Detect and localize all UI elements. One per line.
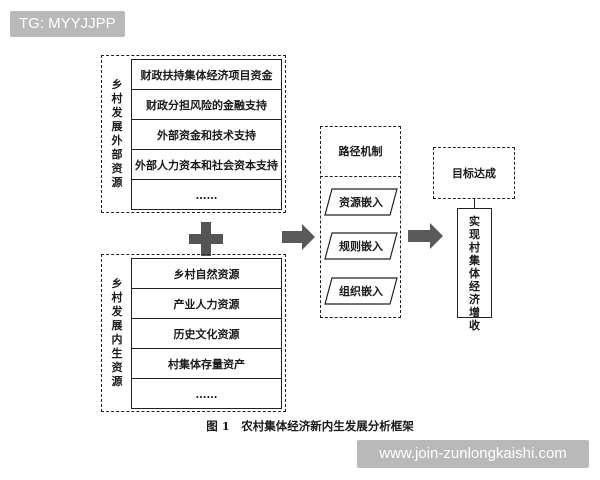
internal-label-char: 展	[111, 319, 123, 332]
external-item: 外部人力资本和社会资本支持	[132, 150, 281, 180]
external-label-char: 外	[111, 134, 123, 147]
internal-resources-label: 乡村发展内生资源	[102, 255, 132, 411]
external-resources-group: 乡村发展外部资源	[101, 55, 286, 213]
goal-connector	[474, 199, 475, 209]
external-label-char: 乡	[111, 78, 123, 91]
arrow-right-icon	[282, 224, 315, 250]
external-item: 外部资金和技术支持	[132, 120, 281, 150]
path-divider	[320, 176, 401, 177]
external-item: 财政分担风险的金融支持	[132, 90, 281, 120]
goal-result-char: 增	[469, 306, 480, 319]
goal-result-char: 现	[469, 228, 480, 241]
external-label-char: 展	[111, 120, 123, 133]
plus-icon	[189, 222, 223, 256]
internal-item: 乡村自然资源	[132, 259, 281, 289]
external-resources-label: 乡村发展外部资源	[102, 56, 132, 212]
internal-resources-list: 乡村自然资源产业人力资源历史文化资源村集体存量资产 ……	[131, 258, 282, 409]
internal-label-char: 资	[111, 361, 123, 374]
goal-result-box: 实现村集体经济增收	[457, 208, 492, 332]
internal-resources-group: 乡村发展内生资源	[101, 254, 286, 412]
external-resources-list: 财政扶持集体经济项目资金财政分担风险的金融支持外部资金和技术支持外部人力资本和社…	[131, 59, 282, 210]
path-mechanism-title: 路径机制	[338, 145, 383, 158]
goal-result-char: 体	[469, 267, 480, 280]
parallelogram-resource-embed	[324, 188, 398, 216]
internal-label-char: 村	[111, 291, 123, 304]
goal-result-char: 实	[469, 215, 480, 228]
internal-label-char: 生	[111, 347, 123, 360]
external-label-char: 发	[111, 106, 123, 119]
goal-result-text: 实现村集体经济增收	[458, 215, 491, 332]
external-item: ……	[195, 188, 218, 202]
external-item: 财政扶持集体经济项目资金	[132, 60, 281, 90]
goal-result-char: 经	[469, 280, 480, 293]
internal-label-char: 内	[111, 333, 123, 346]
external-label-char: 部	[111, 148, 123, 161]
path-item-org-embed: 组织嵌入	[339, 285, 383, 298]
path-item-resource-embed: 资源嵌入	[339, 196, 383, 209]
goal-result-char: 村	[469, 241, 480, 254]
arrow-right-icon	[408, 223, 443, 249]
internal-item: 产业人力资源	[132, 289, 281, 319]
internal-item: 村集体存量资产	[132, 349, 281, 379]
watermark-top: TG: MYYJJPP	[10, 11, 125, 37]
goal-result-char: 收	[469, 319, 480, 332]
internal-label-char: 乡	[111, 277, 123, 290]
internal-item: ……	[195, 387, 218, 401]
watermark-bottom: www.join-zunlongkaishi.com	[357, 440, 589, 468]
goal-result-char: 集	[469, 254, 480, 267]
parallelogram-org-embed	[324, 277, 398, 305]
internal-label-char: 发	[111, 305, 123, 318]
path-mechanism-group	[320, 126, 401, 318]
external-label-char: 村	[111, 92, 123, 105]
parallelogram-rule-embed	[324, 232, 398, 260]
external-label-char: 资	[111, 162, 123, 175]
path-item-rule-embed: 规则嵌入	[339, 240, 383, 253]
internal-item: 历史文化资源	[132, 319, 281, 349]
external-label-char: 源	[111, 176, 123, 189]
goal-result-char: 济	[469, 293, 480, 306]
figure-caption: 图 1 农村集体经济新内生发展分析框架	[206, 419, 414, 433]
goal-box: 目标达成	[433, 147, 515, 199]
internal-label-char: 源	[111, 375, 123, 388]
